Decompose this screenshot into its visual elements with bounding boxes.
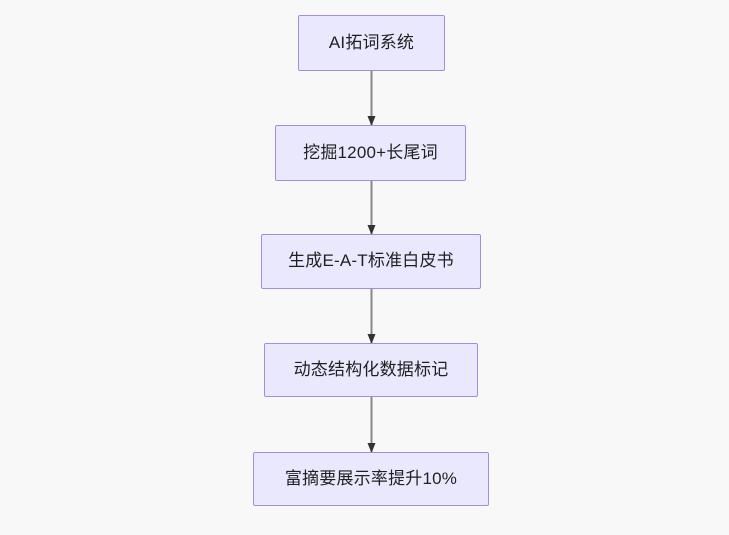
flow-node-label: AI拓词系统 (328, 32, 415, 52)
flow-node-dynamic-structured-data-markup[interactable]: 动态结构化数据标记 (264, 343, 478, 397)
flow-node-rich-snippet-rate-increase[interactable]: 富摘要展示率提升10% (253, 452, 489, 506)
flow-node-label: 富摘要展示率提升10% (284, 468, 458, 488)
flow-node-label: 挖掘1200+长尾词 (303, 142, 438, 162)
flow-node-mine-longtail-keywords[interactable]: 挖掘1200+长尾词 (275, 125, 466, 181)
flow-node-ai-keyword-system[interactable]: AI拓词系统 (298, 15, 445, 71)
flow-node-generate-eat-whitepaper[interactable]: 生成E-A-T标准白皮书 (261, 234, 481, 289)
flow-node-label: 动态结构化数据标记 (293, 359, 449, 379)
flow-node-label: 生成E-A-T标准白皮书 (288, 251, 454, 271)
